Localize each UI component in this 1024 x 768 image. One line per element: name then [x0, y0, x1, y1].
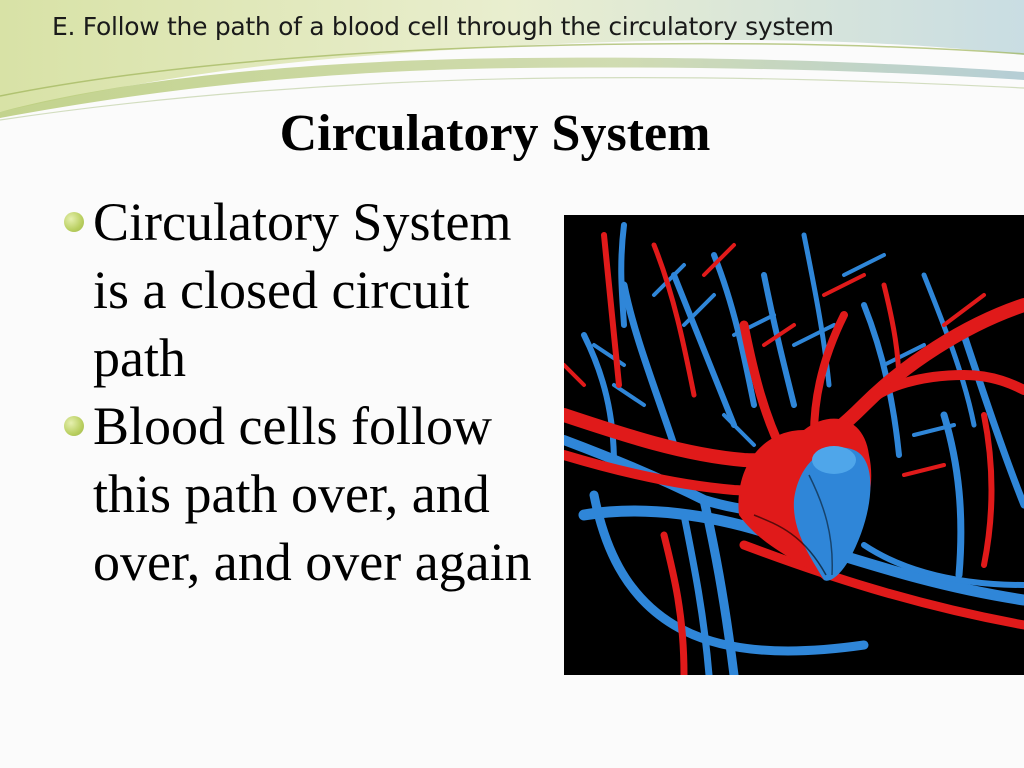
bullet-dot-icon [64, 416, 84, 436]
bullet-item: Blood cells follow this path over, and o… [60, 392, 550, 596]
bullet-text: Circulatory System is a closed circuit p… [93, 192, 512, 388]
heart-vessels-illustration [564, 215, 1024, 675]
heart-shape [738, 418, 872, 581]
bullet-item: Circulatory System is a closed circuit p… [60, 188, 550, 392]
circulatory-system-image [564, 215, 1024, 675]
bullet-dot-icon [64, 212, 84, 232]
header-swoosh-decoration [0, 0, 1024, 121]
bullet-list: Circulatory System is a closed circuit p… [60, 188, 550, 596]
slide-title: Circulatory System [279, 105, 711, 162]
bullet-text: Blood cells follow this path over, and o… [93, 396, 532, 592]
slide-caption: E. Follow the path of a blood cell throu… [52, 12, 834, 41]
